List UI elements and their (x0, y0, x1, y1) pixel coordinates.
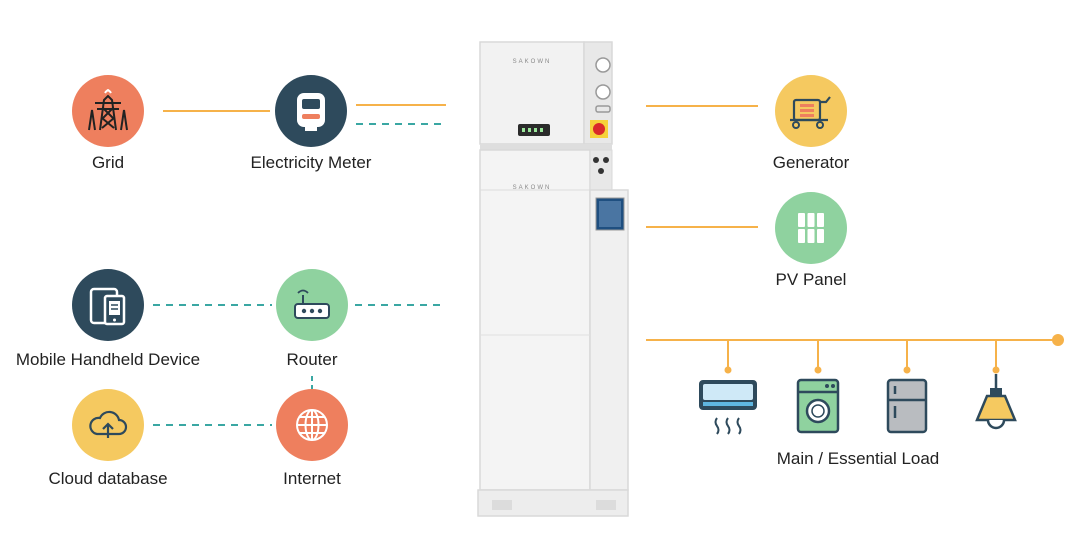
unit-brand-top: SAKOWN (513, 59, 552, 65)
unit-brand-bottom: SAKOWN (513, 185, 552, 191)
mobile-device-icon (72, 269, 144, 341)
electricity-meter-icon (275, 75, 347, 147)
load-bus-end-dot (1052, 334, 1064, 346)
energy-storage-unit: SAKOWN SAKOWN (448, 30, 644, 531)
electricity-meter-label: Electricity Meter (250, 153, 372, 172)
refrigerator-icon (885, 378, 929, 439)
router-label: Router (286, 350, 338, 369)
grid-label: Grid (91, 153, 125, 172)
pv-panel-label: PV Panel (775, 270, 847, 289)
load-label: Main / Essential Load (776, 449, 940, 468)
generator-label: Generator (772, 153, 850, 172)
generator-icon (775, 75, 847, 147)
cloud-icon (72, 389, 144, 461)
air-conditioner-icon (697, 378, 759, 441)
lamp-icon (973, 372, 1019, 439)
cloud-label: Cloud database (48, 469, 168, 488)
pv-panel-icon (775, 192, 847, 264)
globe-icon (276, 389, 348, 461)
router-icon (276, 269, 348, 341)
mobile-device-label: Mobile Handheld Device (15, 350, 201, 369)
washing-machine-icon (795, 378, 841, 439)
grid-icon (72, 75, 144, 147)
internet-label: Internet (283, 469, 341, 488)
